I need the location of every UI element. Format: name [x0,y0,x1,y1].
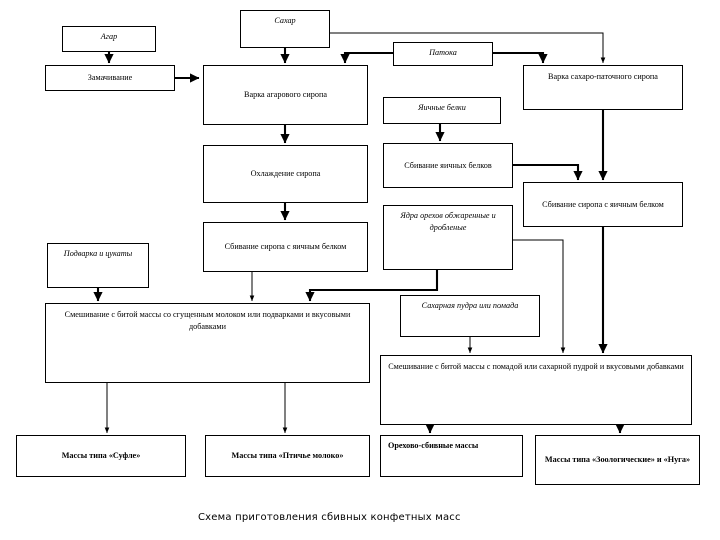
edge-molasses-to-boil-agar [340,51,393,64]
node-res-nougat[interactable]: Массы типа «Зоологические» и «Нуга» [535,435,700,485]
node-res-souffle[interactable]: Массы типа «Суфле» [16,435,186,477]
node-label: Сбивание яичных белков [404,160,492,170]
diagram-caption: Схема приготовления сбивных конфетных ма… [198,512,461,523]
node-sugar[interactable]: Сахар [240,10,330,48]
node-label: Массы типа «Суфле» [61,451,141,461]
node-label: Яичные белки [418,103,466,112]
node-whip-whites[interactable]: Сбивание яичных белков [383,143,513,188]
node-sugar-powder[interactable]: Сахарная пудра или помада [400,295,540,337]
node-mix-fondant[interactable]: Смешивание с битой массы с помадой или с… [380,355,692,425]
node-label: Сбивание сиропа с яичным белком [224,242,347,252]
node-label: Сахарная пудра или помада [421,301,519,310]
node-res-nut[interactable]: Орехово-сбивные массы [380,435,523,477]
edge-whip-whites-to-whip-syrup-r [513,163,583,181]
node-label: Варка сахаро-паточного сиропа [548,72,658,81]
node-label: Массы типа «Птичье молоко» [231,451,344,461]
node-label: Смешивание с битой массы со сгущенным мо… [64,310,351,331]
node-nut-kernels[interactable]: Ядра орехов обжаренные и дробленые [383,205,513,270]
node-label: Варка агарового сиропа [244,90,327,100]
node-label: Агар [100,32,118,41]
node-label: Орехово-сбивные массы [388,441,479,450]
node-whip-syrup-r[interactable]: Сбивание сиропа с яичным белком [523,182,683,227]
node-res-birdmilk[interactable]: Массы типа «Птичье молоко» [205,435,370,477]
node-boil-agar[interactable]: Варка агарового сиропа [203,65,368,125]
node-label: Смешивание с битой массы с помадой или с… [388,362,684,371]
node-egg-whites[interactable]: Яичные белки [383,97,501,124]
node-label: Ядра орехов обжаренные и дробленые [400,211,496,232]
node-cool-syrup[interactable]: Охлаждение сиропа [203,145,368,203]
node-label: Сбивание сиропа с яичным белком [542,199,664,209]
node-mix-milk[interactable]: Смешивание с битой массы со сгущенным мо… [45,303,370,383]
node-whip-syrup-m[interactable]: Сбивание сиропа с яичным белком [203,222,368,272]
node-jam-candied[interactable]: Подварка и цукаты [47,243,149,288]
node-label: Замачивание [87,73,133,83]
node-boil-sugar[interactable]: Варка сахаро-паточного сиропа [523,65,683,110]
node-molasses[interactable]: Патока [393,42,493,66]
node-soaking[interactable]: Замачивание [45,65,175,91]
node-label: Сахар [274,16,296,25]
node-label: Патока [429,48,457,57]
node-label: Охлаждение сиропа [250,169,321,179]
node-label: Массы типа «Зоологические» и «Нуга» [544,455,691,465]
edge-molasses-to-boil-sugar [493,51,548,64]
node-label: Подварка и цукаты [63,249,133,258]
node-agar[interactable]: Агар [62,26,156,52]
